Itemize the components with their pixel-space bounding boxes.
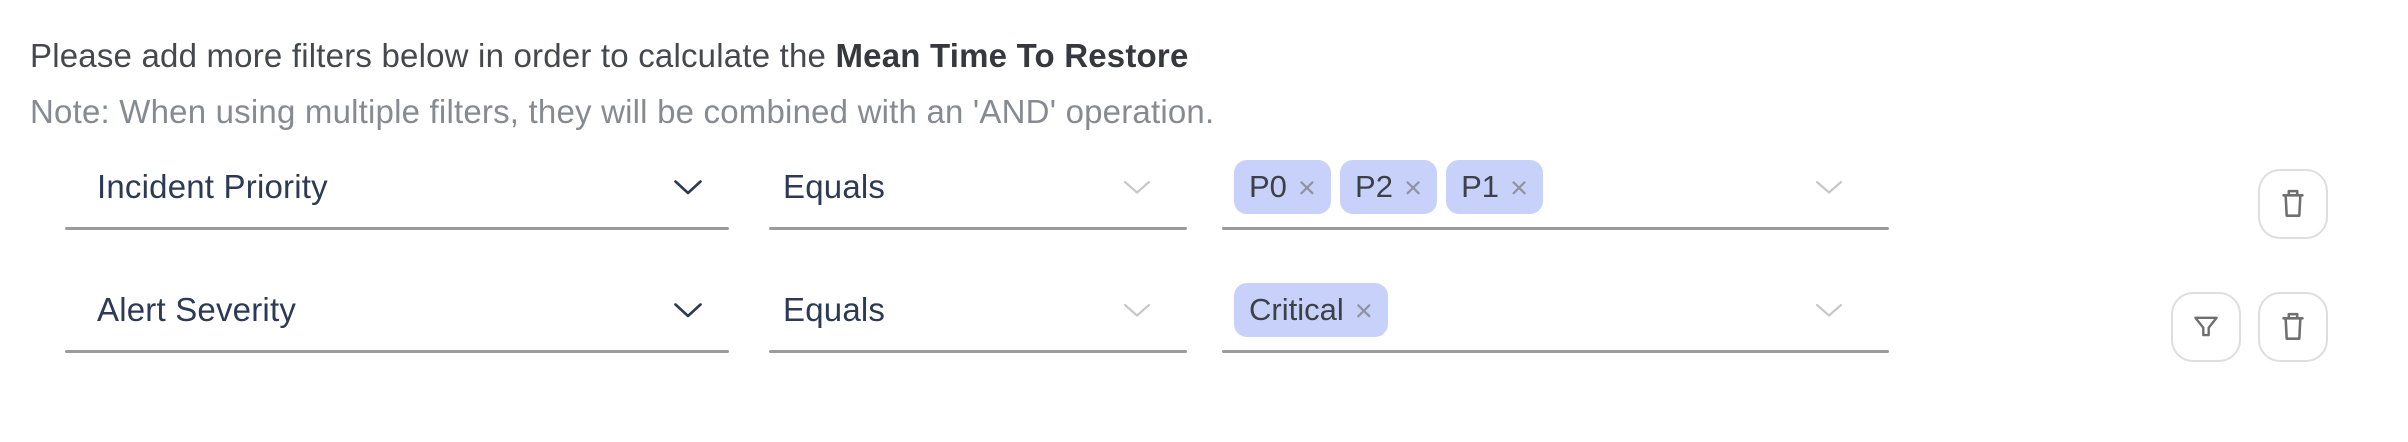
value-chip-label: P0 bbox=[1249, 169, 1287, 204]
intro-text-regular: Please add more filters below in order t… bbox=[30, 37, 836, 74]
chevron-down-icon bbox=[674, 302, 702, 317]
remove-chip-icon[interactable]: × bbox=[1509, 169, 1529, 205]
select-underline bbox=[1222, 350, 1889, 353]
intro-text: Please add more filters below in order t… bbox=[30, 32, 1214, 80]
value-chip-list: P0 × P2 × P1 × bbox=[1234, 160, 1544, 214]
apply-filter-button[interactable] bbox=[2171, 292, 2241, 362]
chevron-down-icon bbox=[1815, 303, 1843, 317]
value-chip-label: Critical bbox=[1249, 292, 1344, 327]
chevron-down-icon bbox=[1123, 303, 1151, 317]
chevron-down-icon bbox=[1123, 180, 1151, 194]
values-multiselect[interactable]: P0 × P2 × P1 × bbox=[1222, 152, 1889, 230]
attribute-select-value: Alert Severity bbox=[97, 291, 297, 328]
attribute-select[interactable]: Incident Priority bbox=[65, 152, 729, 230]
select-underline bbox=[769, 227, 1187, 230]
select-underline bbox=[65, 350, 729, 353]
select-underline bbox=[769, 350, 1187, 353]
remove-chip-icon[interactable]: × bbox=[1354, 292, 1373, 328]
operator-select[interactable]: Equals bbox=[769, 275, 1187, 353]
select-underline bbox=[1222, 227, 1889, 230]
intro-block: Please add more filters below in order t… bbox=[30, 32, 1214, 136]
value-chip: P2 × bbox=[1340, 160, 1438, 214]
delete-filter-button[interactable] bbox=[2258, 169, 2328, 239]
values-multiselect[interactable]: Critical × bbox=[1222, 275, 1889, 353]
delete-filter-button[interactable] bbox=[2258, 292, 2328, 362]
remove-chip-icon[interactable]: × bbox=[1297, 169, 1317, 205]
value-chip: P0 × bbox=[1234, 160, 1332, 214]
remove-chip-icon[interactable]: × bbox=[1403, 169, 1423, 205]
funnel-icon bbox=[2194, 316, 2218, 337]
metric-name: Mean Time To Restore bbox=[835, 37, 1189, 74]
operator-select[interactable]: Equals bbox=[769, 152, 1187, 230]
filter-row-1: Incident Priority Equals P0 × P2 × P1 bbox=[0, 152, 2408, 230]
select-underline bbox=[65, 227, 729, 230]
value-chip-label: P1 bbox=[1461, 169, 1499, 204]
value-chip-label: P2 bbox=[1355, 169, 1393, 204]
value-chip-list: Critical × bbox=[1234, 283, 1388, 337]
operator-select-value: Equals bbox=[783, 291, 886, 328]
operator-select-value: Equals bbox=[783, 168, 886, 205]
trash-icon bbox=[2282, 312, 2304, 340]
chevron-down-icon bbox=[1815, 180, 1843, 194]
trash-icon bbox=[2282, 189, 2304, 217]
chevron-down-icon bbox=[674, 179, 702, 194]
value-chip: P1 × bbox=[1446, 160, 1544, 214]
value-chip: Critical × bbox=[1234, 283, 1388, 337]
and-operation-note: Note: When using multiple filters, they … bbox=[30, 93, 1215, 130]
attribute-select-value: Incident Priority bbox=[97, 168, 328, 205]
attribute-select[interactable]: Alert Severity bbox=[65, 275, 729, 353]
filter-row-2: Alert Severity Equals Critical × bbox=[0, 275, 2408, 353]
